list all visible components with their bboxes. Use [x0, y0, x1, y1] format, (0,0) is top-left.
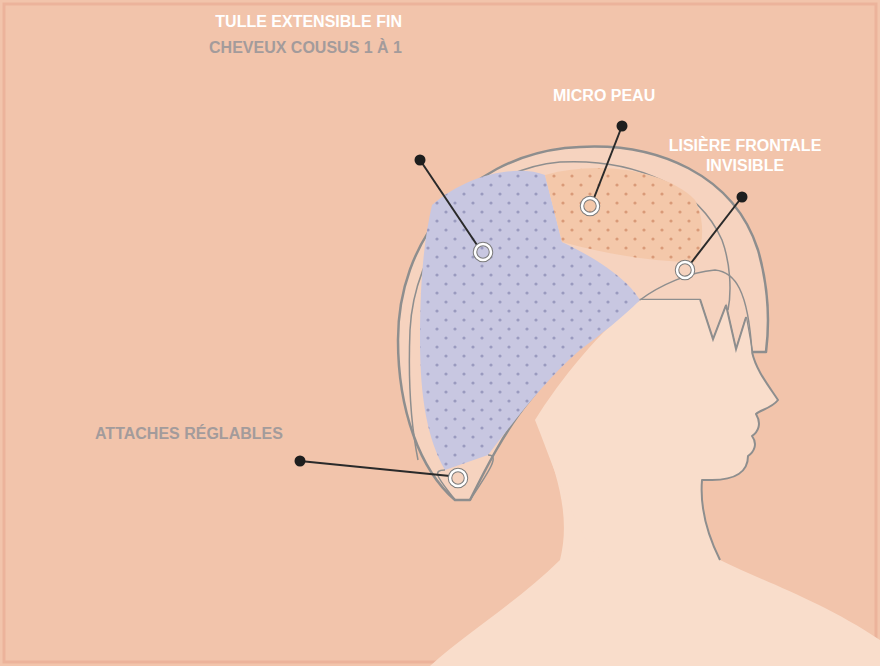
leader-dot	[415, 155, 426, 166]
micro-peau-dots	[545, 168, 702, 262]
target-circle	[677, 262, 693, 278]
leader-line	[300, 461, 450, 476]
target-circle	[450, 470, 466, 486]
leader-dot	[617, 121, 628, 132]
callout-label: TULLE EXTENSIBLE FIN	[215, 12, 402, 32]
frame	[4, 4, 876, 662]
face-line	[702, 352, 778, 560]
target-circles	[450, 198, 693, 486]
leader-line	[691, 197, 742, 263]
target-circle	[475, 244, 491, 260]
leader-lines	[300, 126, 742, 476]
leader-line	[420, 160, 477, 245]
target-ring	[677, 262, 693, 278]
callout-label: CHEVEUX COUSUS 1 À 1	[209, 38, 402, 58]
target-ring	[450, 470, 466, 486]
leader-line	[594, 126, 622, 198]
leader-dot	[737, 192, 748, 203]
leader-dot	[295, 456, 306, 467]
target-ring	[475, 244, 491, 260]
callout-label: ATTACHES RÉGLABLES	[95, 424, 283, 444]
hair-strand	[470, 455, 493, 500]
target-ring	[582, 198, 598, 214]
micro-peau-region	[545, 168, 702, 262]
callout-label: LISIÈRE FRONTALE INVISIBLE	[645, 136, 845, 176]
leader-dots	[295, 121, 748, 467]
bangs-line	[640, 270, 752, 352]
callout-label: MICRO PEAU	[553, 86, 655, 106]
bangs-fringe	[700, 300, 746, 350]
target-circle	[582, 198, 598, 214]
